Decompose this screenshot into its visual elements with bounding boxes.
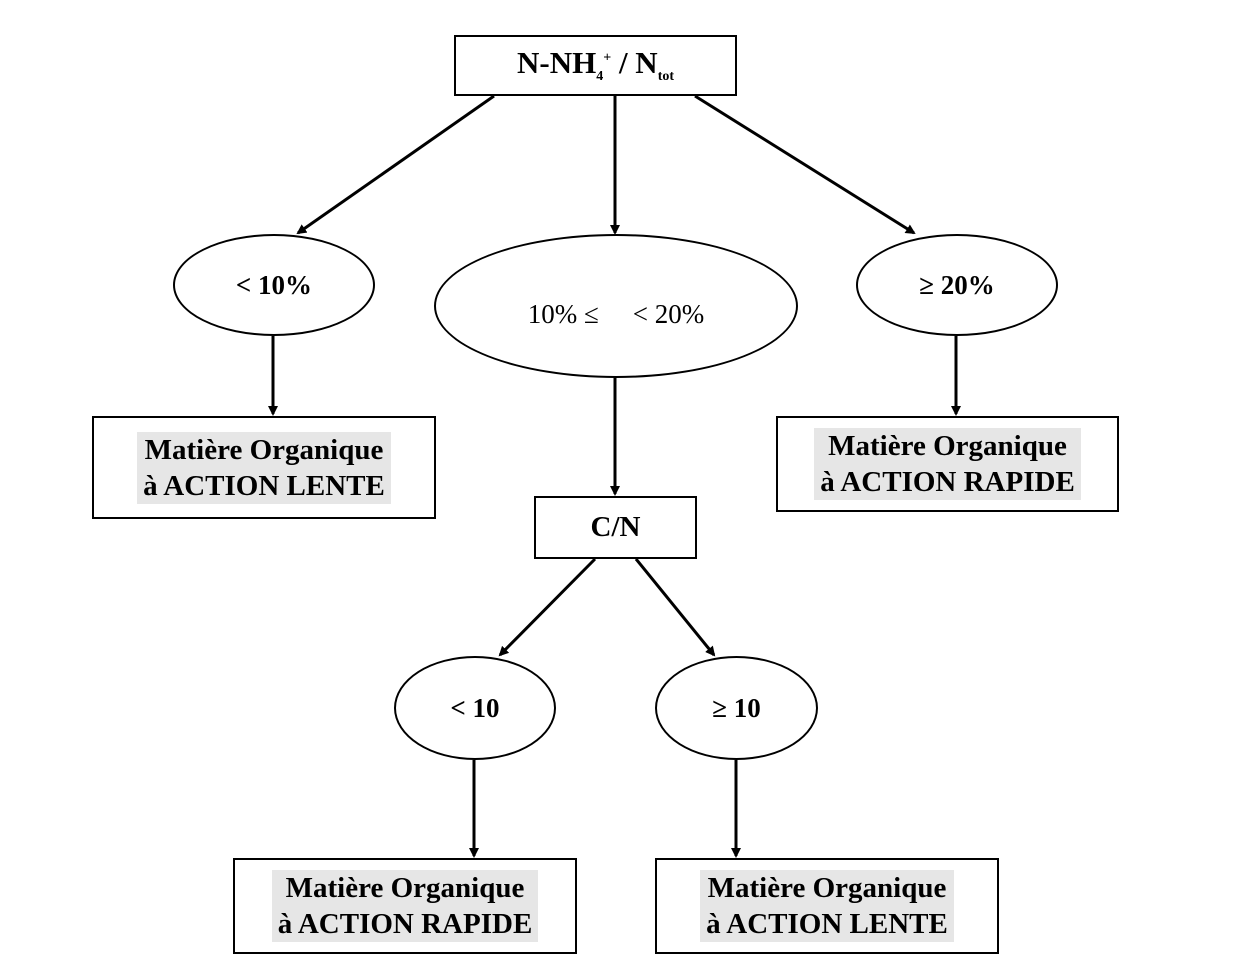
result-cn-high-text: Matière Organique à ACTION LENTE [700,870,954,942]
arrow-root-to-low [296,94,495,235]
result-cn-high: Matière Organique à ACTION LENTE [655,858,999,954]
result-low-ratio-text: Matière Organique à ACTION LENTE [137,431,391,504]
condition-cn-low: < 10 [394,656,556,760]
cn-label: C/N [590,511,641,543]
arrow-cn-to-low [498,557,597,657]
condition-cn-high-label: ≥ 10 [712,692,761,723]
root-node-ratio: N-NH4+ / Ntot [454,35,737,96]
arrow-cn-to-high [634,558,716,657]
result-high-ratio: Matière Organique à ACTION RAPIDE [776,416,1119,512]
condition-high-ratio-label: ≥ 20% [919,269,995,300]
condition-low-ratio-label: < 10% [235,269,313,300]
condition-mid-ratio: 10% ≤< 20% [434,234,798,378]
result-cn-low: Matière Organique à ACTION RAPIDE [233,858,577,954]
cn-node: C/N [534,496,697,559]
arrow-root-to-high [694,94,916,235]
result-high-ratio-text: Matière Organique à ACTION RAPIDE [814,428,1081,500]
condition-high-ratio: ≥ 20% [856,234,1058,336]
result-cn-low-text: Matière Organique à ACTION RAPIDE [271,870,539,942]
condition-low-ratio: < 10% [173,234,375,336]
condition-cn-high: ≥ 10 [655,656,818,760]
result-low-ratio: Matière Organique à ACTION LENTE [92,416,436,519]
condition-mid-ratio-label: 10% ≤< 20% [527,298,705,329]
root-label: N-NH4+ / Ntot [516,45,675,85]
condition-cn-low-label: < 10 [450,692,500,723]
